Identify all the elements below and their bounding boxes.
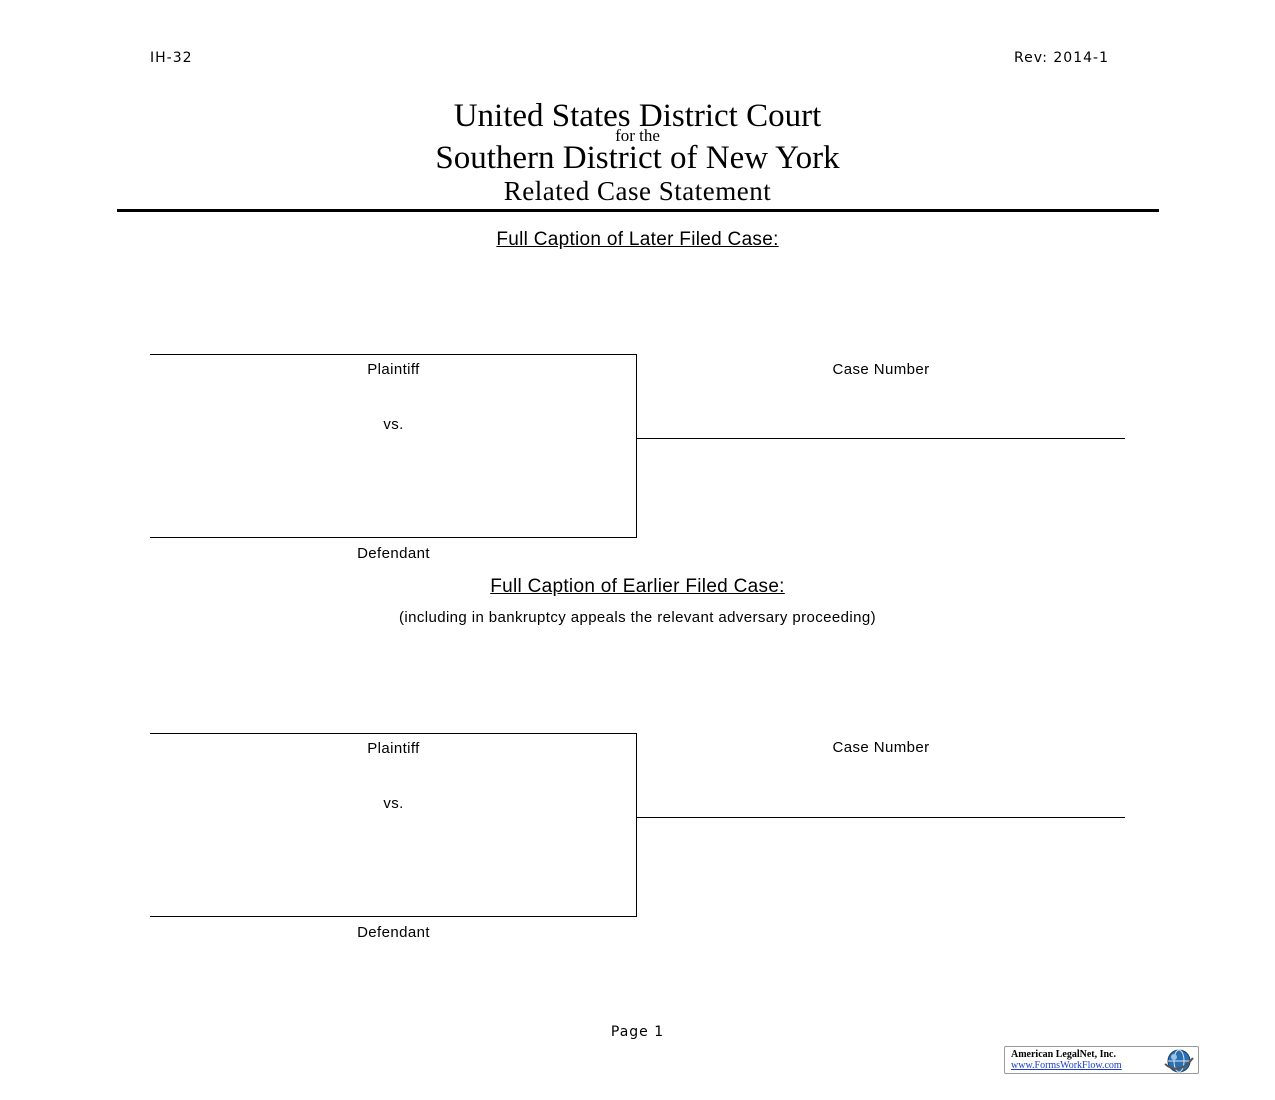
globe-icon <box>1164 1049 1194 1073</box>
district-name: Southern District of New York <box>435 140 840 176</box>
revision-label: Rev: 2014-1 <box>1014 50 1109 66</box>
later-case-number-field[interactable] <box>637 438 1125 439</box>
later-vs-label: vs. <box>383 416 404 433</box>
court-name: United States District Court <box>453 98 822 134</box>
later-case-number-label: Case Number <box>832 361 930 378</box>
earlier-plaintiff-label: Plaintiff <box>367 740 420 757</box>
later-plaintiff-label: Plaintiff <box>367 361 420 378</box>
later-caption-box[interactable] <box>150 354 637 538</box>
earlier-case-section-title: Full Caption of Earlier Filed Case: <box>490 576 785 597</box>
logo-company-name: American LegalNet, Inc. <box>1011 1049 1116 1060</box>
earlier-defendant-label: Defendant <box>357 924 430 941</box>
for-the-text: for the <box>615 126 660 145</box>
earlier-case-number-label: Case Number <box>832 739 930 756</box>
document-title: Related Case Statement <box>503 176 772 206</box>
page-number: Page 1 <box>610 1024 665 1040</box>
earlier-case-number-field[interactable] <box>637 817 1125 818</box>
earlier-caption-box[interactable] <box>150 733 637 917</box>
header-divider <box>117 209 1159 212</box>
later-case-section-title: Full Caption of Later Filed Case: <box>496 229 779 250</box>
american-legalnet-logo[interactable]: American LegalNet, Inc. www.FormsWorkFlo… <box>1004 1046 1199 1074</box>
earlier-case-note: (including in bankruptcy appeals the rel… <box>398 609 877 626</box>
form-id: IH-32 <box>150 50 193 66</box>
earlier-vs-label: vs. <box>383 795 404 812</box>
later-defendant-label: Defendant <box>357 545 430 562</box>
logo-url-link[interactable]: www.FormsWorkFlow.com <box>1011 1060 1122 1071</box>
